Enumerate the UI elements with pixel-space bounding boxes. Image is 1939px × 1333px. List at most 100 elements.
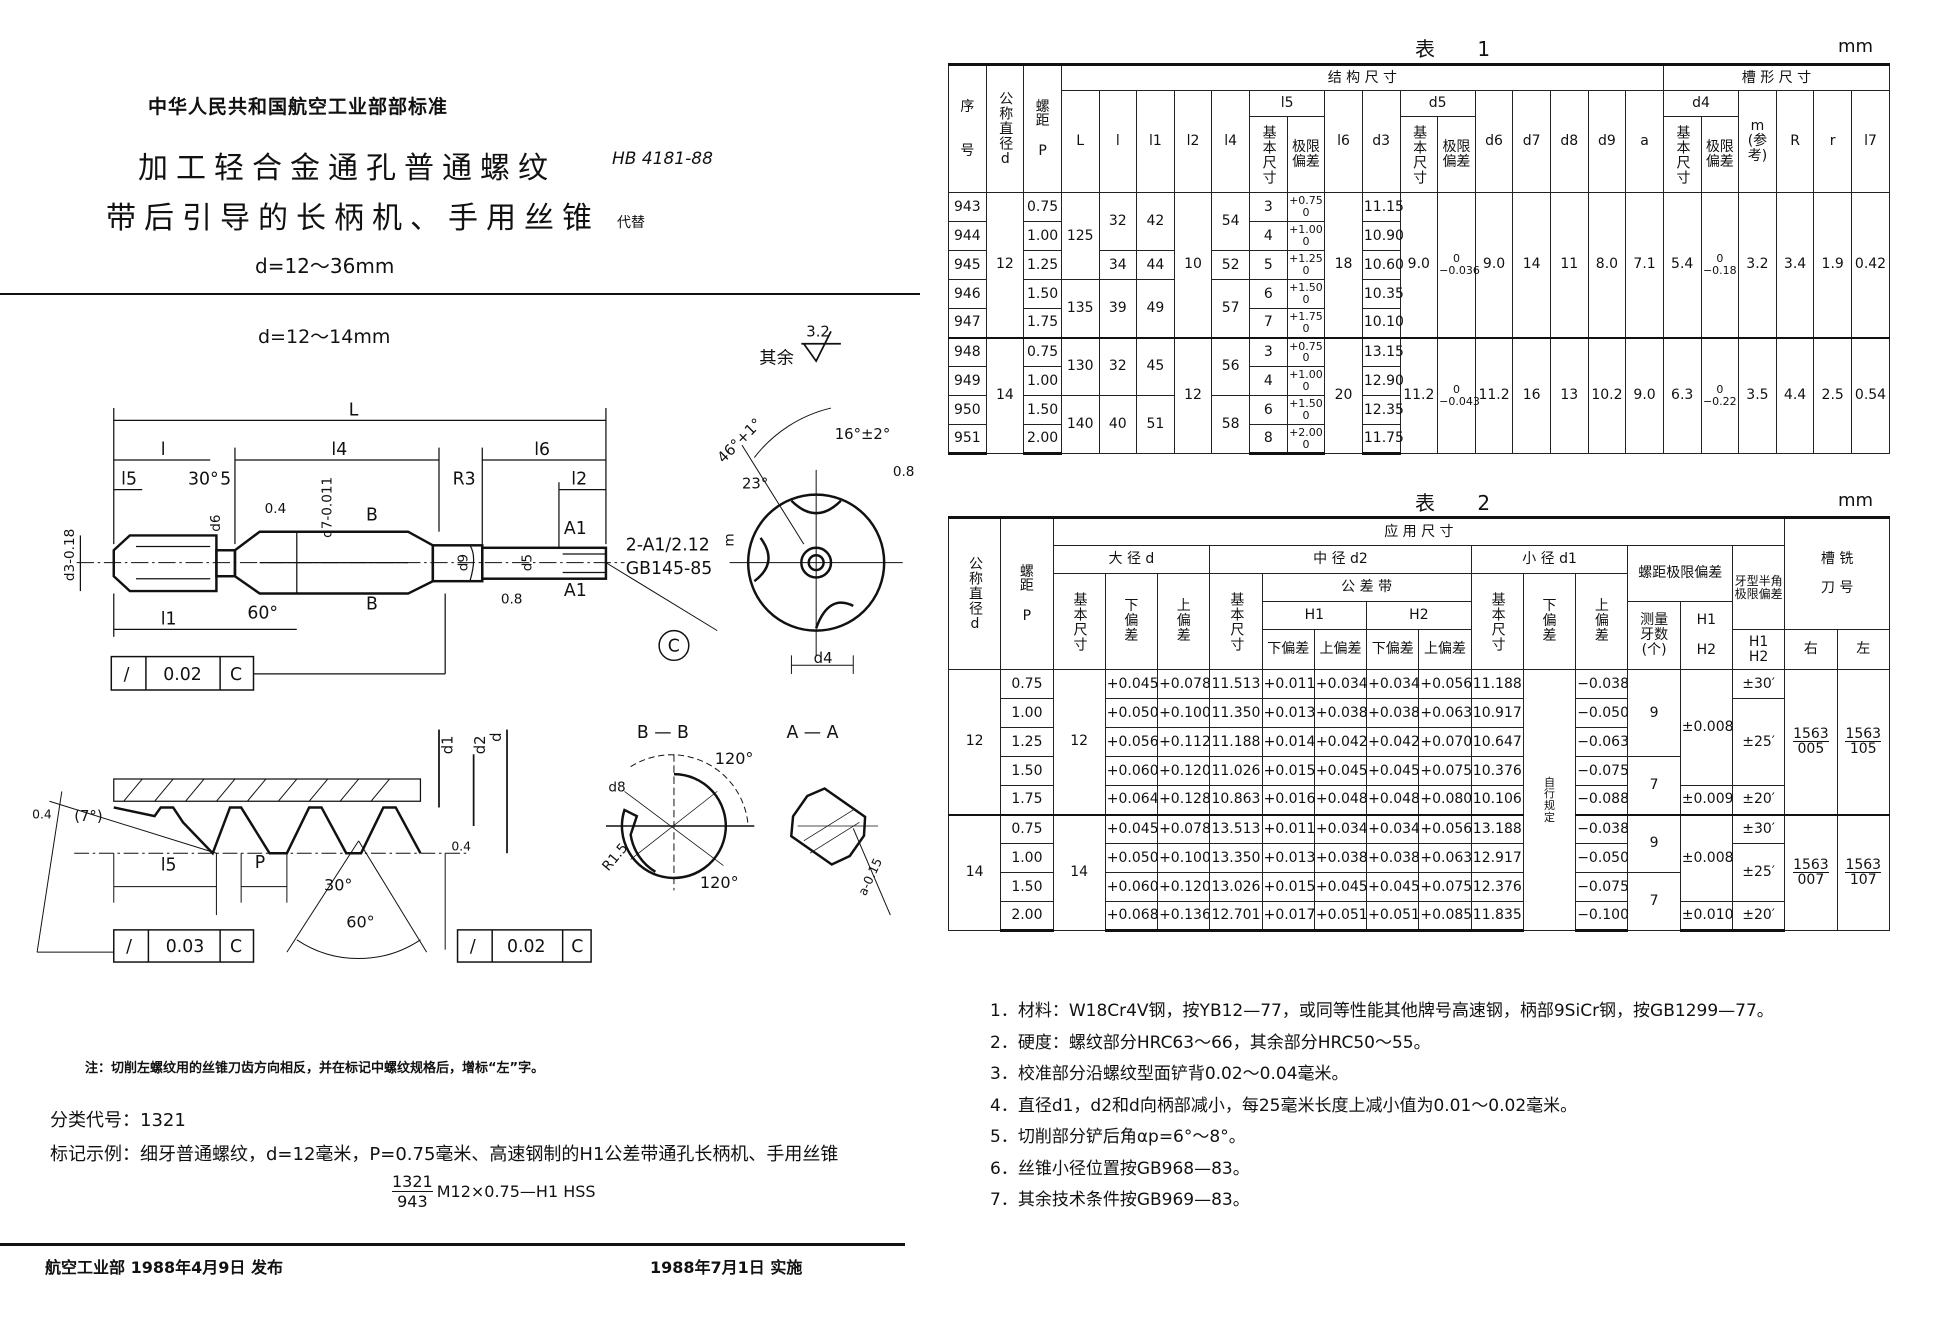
table-cell: 49 bbox=[1136, 279, 1175, 338]
table-cell: 12 bbox=[1173, 336, 1213, 454]
table-cell: ±0.008 bbox=[1679, 669, 1734, 786]
note-item: 6．丝锥小径位置按GB968—83。 bbox=[990, 1158, 1250, 1179]
table-cell: 1.50 bbox=[1000, 872, 1054, 902]
center-hole-standard: GB145-85 bbox=[626, 559, 713, 579]
t2-h-H2-lower: 下偏差 bbox=[1366, 629, 1420, 670]
table-cell: +0.128 bbox=[1157, 785, 1211, 815]
table-cell: +0.042 bbox=[1366, 727, 1420, 757]
dim-d6: d6 bbox=[208, 514, 224, 531]
profile-l5: l5 bbox=[161, 856, 177, 876]
table-cell: 12 bbox=[947, 669, 1002, 815]
table1: 序 号 公称直径d 螺 距 P 结 构 尺 寸 槽 形 尺 寸 L l l1 l… bbox=[948, 63, 1891, 455]
end-angle-23: 23° bbox=[742, 475, 768, 492]
table-cell: 1.25 bbox=[1000, 727, 1054, 757]
table-cell: 1.50 bbox=[1000, 756, 1054, 786]
t1-h-d9: d9 bbox=[1587, 90, 1627, 193]
table-cell: +0.038 bbox=[1366, 843, 1420, 873]
table-cell: +0.075 bbox=[1418, 756, 1472, 786]
table-cell: 11.835 bbox=[1470, 901, 1524, 932]
issuing-authority: 中华人民共和国航空工业部部标准 bbox=[148, 96, 449, 118]
profile-d1: d1 bbox=[440, 735, 457, 754]
table-cell: 948 bbox=[948, 336, 987, 367]
t1-h-a: a bbox=[1625, 90, 1664, 193]
table-cell: 10.376 bbox=[1470, 756, 1524, 786]
effective-date: 1988年7月1日 实施 bbox=[650, 1258, 803, 1277]
table-cell: 3 bbox=[1249, 192, 1288, 222]
t1-h-d3: d3 bbox=[1361, 90, 1401, 193]
table-cell: 10.647 bbox=[1470, 727, 1524, 757]
table-cell: 34 bbox=[1098, 250, 1138, 280]
profile-angle-60: 60° bbox=[346, 912, 374, 931]
table-cell: +0.100 bbox=[1157, 698, 1211, 728]
table-cell: 13.15 bbox=[1361, 336, 1404, 367]
table-cell: 12.35 bbox=[1361, 395, 1404, 425]
t1-h-l5-dev: 极限 偏差 bbox=[1286, 116, 1326, 193]
table-cell: −0.050 bbox=[1575, 843, 1629, 873]
t1-h-structure: 结 构 尺 寸 bbox=[1060, 63, 1664, 91]
t1-h-d4: d4 bbox=[1662, 90, 1740, 117]
dim-l5: l5 bbox=[121, 470, 137, 490]
table-cell: 946 bbox=[948, 279, 987, 309]
t2-h-major-lower: 下 偏 差 bbox=[1104, 573, 1159, 670]
table-cell: 10.35 bbox=[1361, 279, 1404, 309]
table-cell: 10.863 bbox=[1209, 785, 1263, 815]
table-cell: 1.00 bbox=[1000, 843, 1054, 873]
table-cell: +0.045 bbox=[1366, 872, 1420, 902]
end-angle-16: 16°±2° bbox=[835, 426, 891, 443]
table-cell: 947 bbox=[948, 308, 987, 338]
t2-h-minor: 小 径 d1 bbox=[1470, 545, 1629, 574]
table-cell: +0.042 bbox=[1313, 727, 1368, 757]
table-cell: 13.350 bbox=[1209, 843, 1263, 873]
table-cell: 0.54 bbox=[1851, 336, 1890, 454]
subrange-label: d=12～14mm bbox=[258, 326, 391, 348]
table-cell: 9 bbox=[1627, 813, 1681, 873]
t2-h-H1-lower: 下偏差 bbox=[1261, 629, 1315, 670]
table-cell: 57 bbox=[1211, 279, 1250, 338]
table-cell: 16 bbox=[1512, 336, 1551, 454]
table-cell: 14 bbox=[1052, 813, 1106, 931]
table1-caption: 表 1 bbox=[1415, 37, 1509, 61]
table-cell: +0.75 0 bbox=[1286, 336, 1326, 367]
t2-h-pitch-dev: 螺距极限偏差 bbox=[1627, 545, 1733, 602]
table-cell: 11.75 bbox=[1361, 424, 1404, 455]
t2-h-p: 螺 距 P bbox=[1000, 516, 1054, 670]
t2-h-minor-basic: 基本尺寸 bbox=[1470, 573, 1524, 670]
table-cell: +0.050 bbox=[1104, 843, 1159, 873]
profile-roughness-right: 0.4 bbox=[451, 840, 471, 854]
table-cell: +0.064 bbox=[1104, 785, 1159, 815]
t1-h-l7: l7 bbox=[1851, 90, 1890, 193]
table-cell: +0.050 bbox=[1104, 698, 1159, 728]
profile-pitch: P bbox=[255, 853, 265, 873]
table-cell: +1.50 0 bbox=[1286, 395, 1326, 425]
angle-30: 30° bbox=[188, 470, 219, 490]
t1-h-groove: 槽 形 尺 寸 bbox=[1662, 63, 1891, 91]
standard-number: HB 4181-88 bbox=[612, 149, 713, 169]
table-cell: 1.9 bbox=[1813, 192, 1852, 338]
datum-c-label: C bbox=[668, 637, 680, 657]
marking-code-spec: M12×0.75—H1 HSS bbox=[436, 1182, 596, 1201]
table-cell: +0.014 bbox=[1261, 727, 1315, 757]
table-cell: +0.015 bbox=[1261, 872, 1315, 902]
table-cell: +0.038 bbox=[1313, 843, 1368, 873]
table-cell: 4 bbox=[1249, 221, 1288, 251]
t1-h-R: R bbox=[1775, 90, 1815, 193]
table-cell: +0.063 bbox=[1418, 698, 1472, 728]
t1-h-l5-basic: 基本尺寸 bbox=[1249, 116, 1288, 193]
t2-h-applied: 应 用 尺 寸 bbox=[1052, 516, 1786, 546]
table-cell: +0.078 bbox=[1157, 813, 1211, 844]
table-cell: 9.0 bbox=[1474, 192, 1514, 338]
surface-roughness-symbol bbox=[801, 331, 841, 363]
t2-h-pitch-basic: 基本尺寸 bbox=[1209, 573, 1263, 670]
bb-angle-120-top: 120° bbox=[715, 749, 754, 768]
table-cell: 自 行 规 定 bbox=[1522, 669, 1577, 931]
tolerance-frame-1 bbox=[110, 655, 255, 691]
t1-h-r: r bbox=[1813, 90, 1852, 193]
end-angle-46: 46°+1° bbox=[714, 415, 765, 466]
dim-d3: d3-0.18 bbox=[62, 529, 78, 581]
tol2-datum: C bbox=[230, 937, 242, 957]
table-cell: +0.045 bbox=[1366, 756, 1420, 786]
